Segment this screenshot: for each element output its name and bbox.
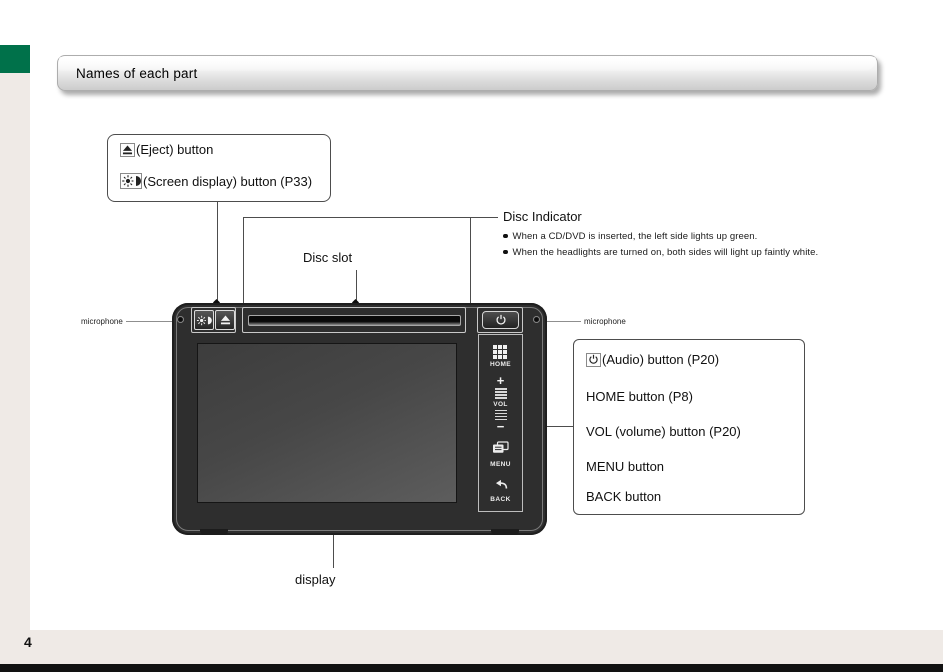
microphone-left-hole <box>177 316 184 323</box>
footer-band <box>0 630 943 664</box>
eject-button-label: (Eject) button <box>136 142 214 157</box>
menu-windows-icon <box>492 441 509 459</box>
eject-button[interactable] <box>215 310 235 330</box>
device-foot-right <box>491 529 519 535</box>
page-title: Names of each part <box>76 66 198 81</box>
microphone-left-line <box>126 321 178 322</box>
vol-callout-line <box>525 426 573 427</box>
power-button-group <box>477 307 523 333</box>
back-arrow-icon <box>493 476 508 494</box>
disc-slot-opening <box>248 315 461 326</box>
screen-display-icon <box>120 173 142 189</box>
microphone-right-line <box>539 321 581 322</box>
volume-button[interactable]: + VOL − <box>493 373 508 435</box>
menu-button-callout-label: MENU button <box>586 459 665 474</box>
top-left-button-group <box>191 307 236 333</box>
power-audio-button[interactable] <box>482 311 519 329</box>
home-button[interactable]: HOME <box>490 345 511 368</box>
vol-down-ridges-icon <box>494 409 507 421</box>
vol-plus-label: + <box>496 373 505 389</box>
buttons-callout: (Audio) button (P20) HOME button (P8) VO… <box>573 339 805 515</box>
head-unit-illustration: HOME + VOL − MENU <box>172 303 547 535</box>
bullet-icon <box>503 249 508 254</box>
display-label: display <box>295 572 336 587</box>
disc-indicator-line-right <box>470 217 471 311</box>
home-button-label: HOME <box>489 361 512 368</box>
disc-indicator-bullet-1: When a CD/DVD is inserted, the left side… <box>512 231 758 242</box>
display-screen[interactable] <box>197 343 457 503</box>
button-column: HOME + VOL − MENU <box>478 334 523 512</box>
disc-slot-line <box>356 270 357 301</box>
disc-indicator-title: Disc Indicator <box>503 209 582 224</box>
vol-button-label: VOL <box>493 400 508 408</box>
display-line <box>333 506 334 568</box>
disc-indicator-block: Disc Indicator When a CD/DVD is inserted… <box>503 209 923 263</box>
audio-button-label: (Audio) button (P20) <box>602 352 720 367</box>
menu-button[interactable]: MENU <box>490 441 511 468</box>
page-number: 4 <box>24 634 32 650</box>
eject-display-callout: (Eject) button (Screen display) button (… <box>107 134 331 202</box>
back-button-label: BACK <box>490 495 511 503</box>
disc-slot-label: Disc slot <box>303 250 353 265</box>
microphone-left-label: microphone <box>81 317 123 326</box>
vol-button-callout-label: VOL (volume) button (P20) <box>586 424 741 439</box>
bottom-rule <box>0 664 943 672</box>
disc-slot[interactable] <box>242 307 466 333</box>
power-icon <box>586 352 601 367</box>
disc-indicator-line-h <box>243 217 498 218</box>
home-button-callout-label: HOME button (P8) <box>586 389 693 404</box>
menu-button-label: MENU <box>490 460 511 468</box>
page-margin-strip <box>0 73 30 630</box>
disc-indicator-line-left <box>243 217 244 311</box>
screen-display-button[interactable] <box>194 310 214 330</box>
bullet-icon <box>503 233 508 238</box>
eject-callout-line <box>217 202 218 301</box>
eject-icon <box>120 142 135 157</box>
screen-display-button-label: (Screen display) button (P33) <box>143 173 313 189</box>
device-foot-left <box>200 529 228 535</box>
vol-up-ridges-icon <box>494 388 507 399</box>
disc-indicator-bullet-2: When the headlights are turned on, both … <box>512 247 819 258</box>
section-color-tab <box>0 45 30 73</box>
back-button-callout-label: BACK button <box>586 489 662 504</box>
home-grid-icon <box>493 345 508 359</box>
microphone-right-label: microphone <box>584 317 626 326</box>
section-header: Names of each part <box>57 55 878 91</box>
vol-minus-label: − <box>496 419 505 435</box>
microphone-right-hole <box>533 316 540 323</box>
back-button[interactable]: BACK <box>490 476 510 503</box>
